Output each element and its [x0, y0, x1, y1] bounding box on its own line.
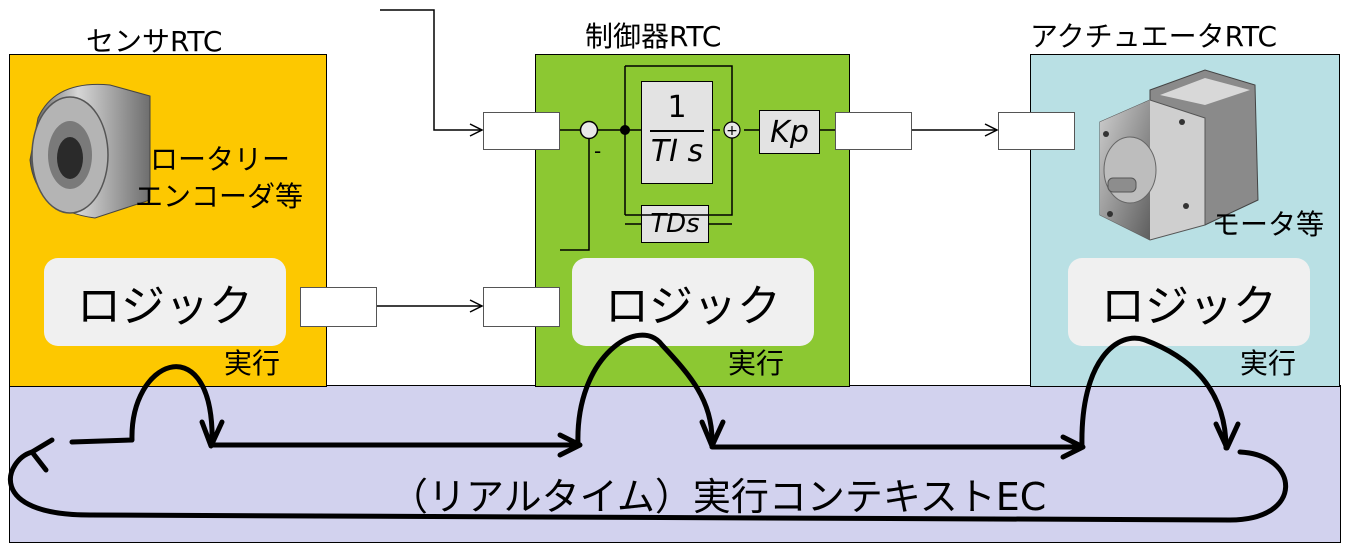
sensor-device-label-2: エンコーダ等 [135, 180, 304, 213]
actuator-in-port [998, 112, 1075, 150]
actuator-rtc-title: アクチュエータRTC [1030, 20, 1278, 53]
ec-arrowhead-1 [557, 432, 583, 458]
sensor-logic-box: ロジック [44, 258, 286, 346]
controller-exec-label: 実行 [728, 347, 785, 380]
reference-input-arrowhead [469, 123, 484, 137]
output-arrowhead [984, 123, 999, 137]
gain-block: Kp [759, 110, 820, 154]
ec-label: （リアルタイム）実行コンテキストEC [390, 475, 1047, 519]
sensor-exec-arrowhead [199, 419, 225, 449]
ec-arrowhead-2 [1060, 434, 1086, 460]
ec-return-arrowhead [29, 437, 55, 473]
minus-sign: - [594, 139, 601, 163]
controller-exec-arrowhead [699, 419, 726, 449]
actuator-device-label: モータ等 [1212, 208, 1325, 241]
controller-out-port [835, 112, 912, 150]
actuator-logic-box: ロジック [1068, 258, 1310, 346]
pid-sum-sign: + [726, 123, 738, 139]
controller-fb-in-port [483, 287, 560, 327]
integral-fraction-bar [650, 130, 704, 132]
integral-denominator: TI s [650, 134, 704, 169]
reference-input-line [380, 9, 482, 131]
integral-numerator: 1 [667, 90, 687, 125]
feedback-signal-arrowhead [469, 299, 484, 313]
actuator-exec-label: 実行 [1240, 347, 1297, 380]
motor-icon [1099, 69, 1259, 241]
controller-logic-box: ロジック [572, 258, 814, 346]
sensor-out-port [300, 287, 377, 327]
ec-return-path [7, 449, 1289, 523]
sensor-device-label-1: ロータリー [150, 143, 291, 176]
branch-node [620, 125, 630, 135]
derivative-block: TDs [641, 205, 709, 243]
integral-block: 1 TI s [641, 81, 713, 184]
sensor-rtc-title: センサRTC [86, 25, 223, 58]
summing-junction [579, 120, 599, 140]
pid-sum-junction [723, 121, 741, 139]
feedback-line [560, 139, 590, 251]
ec-loop-path [69, 332, 1229, 451]
actuator-exec-arrowhead [1213, 421, 1241, 451]
controller-ref-in-port [483, 112, 560, 150]
controller-rtc-title: 制御器RTC [585, 20, 722, 53]
sensor-exec-label: 実行 [224, 347, 281, 380]
